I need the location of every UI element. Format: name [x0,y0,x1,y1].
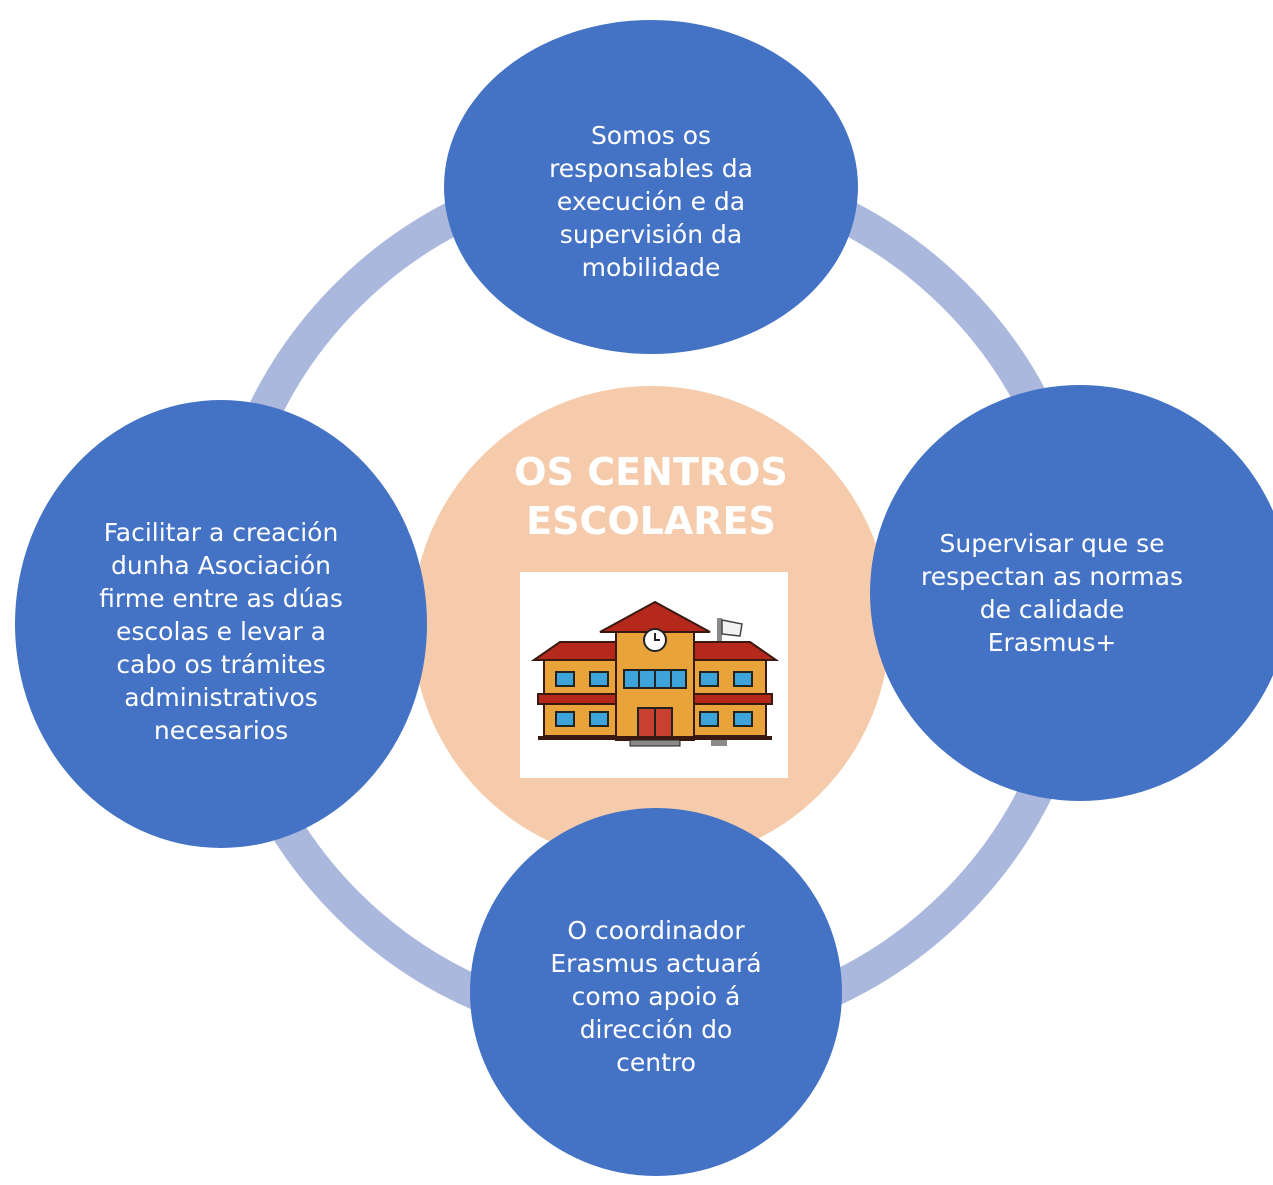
node-left-partnership: Facilitar a creación dunha Asociación fi… [15,400,427,848]
school-building-icon [530,600,780,747]
center-title: OS CENTROS ESCOLARES [514,450,788,543]
node-bottom-text: O coordinador Erasmus actuará como apoio… [550,915,762,1077]
school-building-image [520,572,788,778]
node-top-responsibility: Somos os responsables da execución e da … [444,20,858,354]
node-left-text: Facilitar a creación dunha Asociación fi… [99,517,343,745]
node-bottom-coordinator: O coordinador Erasmus actuará como apoio… [470,808,842,1176]
node-right-quality: Supervisar que se respectan as normas de… [870,385,1273,801]
node-top-text: Somos os responsables da execución e da … [549,120,753,282]
node-right-text: Supervisar que se respectan as normas de… [920,529,1183,657]
